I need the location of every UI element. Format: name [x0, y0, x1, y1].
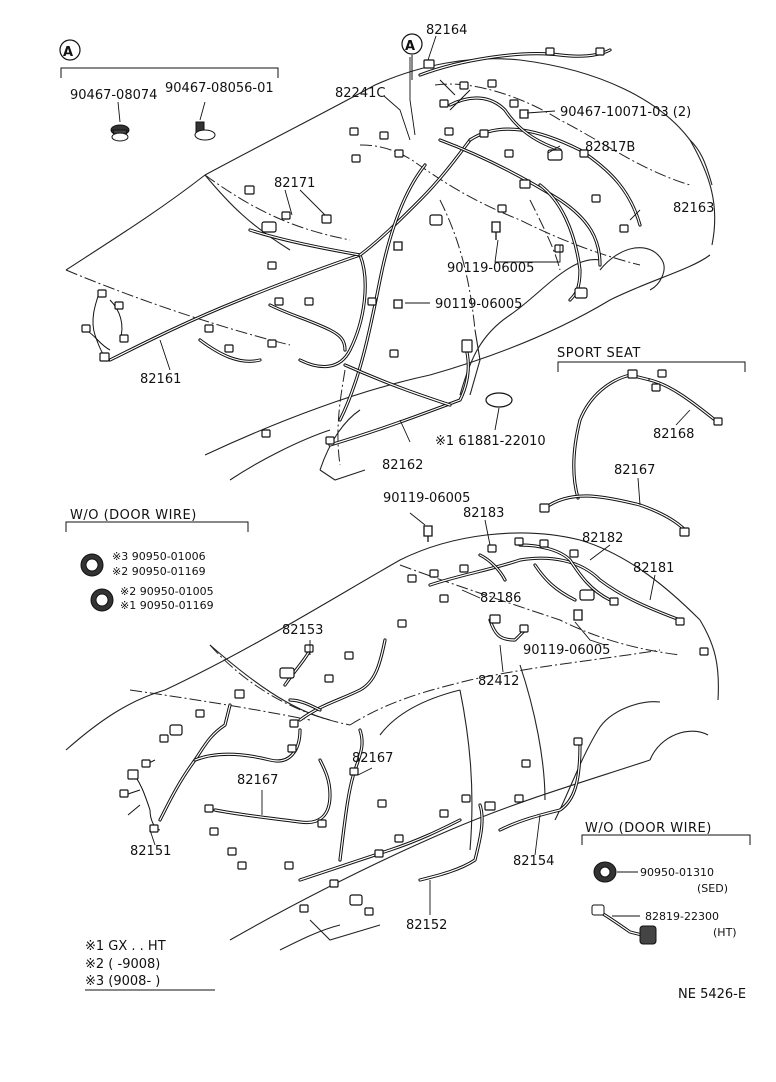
footnote-1: ※1 GX . . HT [85, 939, 166, 954]
connector-82819-icon [591, 904, 657, 945]
part-label-82161: 82161 [140, 372, 181, 387]
part-label-82168: 82168 [653, 427, 694, 442]
part-label-90467-10071: 90467-10071-03 (2) [560, 105, 691, 120]
part-label-82162: 82162 [382, 458, 423, 473]
grommet-90950-01310-icon [593, 861, 617, 883]
grommet-90950-01005-icon [90, 588, 114, 612]
wo-door-left-row-4: ※1 90950-01169 [120, 599, 214, 612]
part-label-82153: 82153 [282, 623, 323, 638]
part-label-82167-b: 82167 [237, 773, 278, 788]
diagram-code: NE 5426-E [678, 987, 746, 1002]
part-label-82152: 82152 [406, 918, 447, 933]
part-label-82182: 82182 [582, 531, 623, 546]
part-label-90119-c: 90119-06005 [383, 491, 470, 506]
clip-90467-08056-icon [194, 121, 216, 141]
part-label-90119-b: 90119-06005 [435, 297, 522, 312]
wo-door-left-title: W/O (DOOR WIRE) [70, 508, 197, 523]
sport-seat-title: SPORT SEAT [557, 346, 641, 361]
part-label-82163: 82163 [673, 201, 714, 216]
part-label-82151: 82151 [130, 844, 171, 859]
part-label-90467-08074: 90467-08074 [70, 88, 157, 103]
part-label-82167-a: 82167 [352, 751, 393, 766]
footnote-2: ※2 ( -9008) [85, 957, 160, 972]
part-label-82164: 82164 [426, 23, 467, 38]
callout-a-label-right: A [405, 39, 416, 54]
wo-door-left-row-2: ※2 90950-01169 [112, 565, 206, 578]
lower-connectors [119, 525, 709, 916]
wo-door-left-row-3: ※2 90950-01005 [120, 585, 214, 598]
part-label-82183: 82183 [463, 506, 504, 521]
part-label-90119-a: 90119-06005 [447, 261, 534, 276]
part-label-82181: 82181 [633, 561, 674, 576]
grommet-61881 [485, 392, 513, 408]
lower-car-body [65, 532, 719, 951]
part-label-82819: 82819-22300 [645, 910, 719, 923]
footnote-3: ※3 (9008- ) [85, 974, 160, 989]
callout-a-circle-left [59, 39, 81, 61]
callout-a-label-left: A [63, 45, 74, 60]
upper-connectors [81, 47, 629, 445]
grommet-90950-01006-icon [80, 553, 104, 577]
label-sed: (SED) [697, 882, 728, 895]
part-label-90950-01310: 90950-01310 [640, 866, 714, 879]
part-label-82186: 82186 [480, 591, 521, 606]
part-label-82167-seat: 82167 [614, 463, 655, 478]
lower-leader-lines [149, 512, 656, 915]
part-label-82817b: 82817B [585, 140, 635, 155]
label-ht: (HT) [713, 926, 737, 939]
upper-car-body [65, 58, 716, 481]
upper-leader-lines [159, 35, 641, 443]
part-label-82154: 82154 [513, 854, 554, 869]
part-label-82241c: 82241C [335, 86, 385, 101]
wo-door-wire-left-box [65, 521, 249, 612]
upper-wire-harness [85, 48, 642, 447]
sport-seat-box [539, 361, 746, 537]
callout-a-group [59, 33, 423, 142]
part-label-82412: 82412 [478, 674, 519, 689]
part-label-90119-d: 90119-06005 [523, 643, 610, 658]
clip-90467-08074-icon [110, 124, 130, 142]
wo-door-wire-right-box [581, 834, 751, 945]
part-label-82171: 82171 [274, 176, 315, 191]
callout-a-circle-right [401, 33, 423, 55]
labels: A A 90467-08074 90467-08056-01 82164 822… [63, 23, 746, 1002]
wo-door-right-title: W/O (DOOR WIRE) [585, 821, 712, 836]
part-label-90467-08056: 90467-08056-01 [165, 81, 274, 96]
wo-door-left-row-1: ※3 90950-01006 [112, 550, 206, 563]
part-label-61881: ※1 61881-22010 [435, 434, 546, 449]
